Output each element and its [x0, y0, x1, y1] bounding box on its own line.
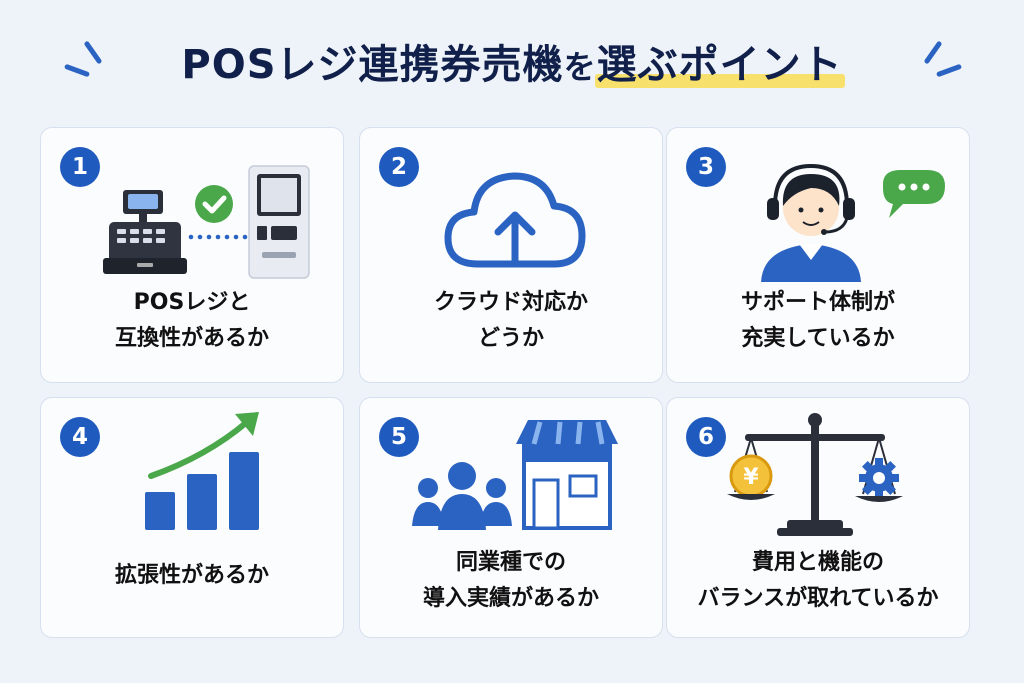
card-number: 1	[60, 147, 100, 187]
yen-symbol: ¥	[743, 465, 759, 490]
card-4: 4 拡張性があるか	[40, 397, 344, 638]
cloud-upload-icon	[444, 172, 586, 268]
card-label-line2: バランスが取れているか	[697, 586, 939, 611]
card-label-line2: 互換性があるか	[114, 326, 269, 351]
support-operator-icon	[761, 163, 945, 282]
card-label: POSレジと 互換性があるか	[41, 285, 343, 357]
title-main: POSレジ連携券売機	[181, 42, 564, 88]
card-5: 5 同業種での 導入実績があるか	[359, 397, 663, 638]
balance-scale-icon: ¥	[727, 413, 903, 536]
card-number: 5	[379, 417, 419, 457]
card-3: 3 サポート体制が 充実しているか	[666, 127, 970, 383]
card-label: サポート体制が 充実しているか	[667, 285, 969, 357]
card-2: 2 クラウド対応か どうか	[359, 127, 663, 383]
card-label-line2: どうか	[477, 326, 544, 351]
pos-register-ticket-machine-icon	[103, 165, 310, 279]
card-label: 同業種での 導入実績があるか	[360, 545, 662, 617]
card-label-line1: 拡張性があるか	[114, 563, 269, 588]
growth-chart-icon	[145, 412, 259, 530]
title-highlight: 選ぶポイント	[594, 32, 845, 90]
card-label-line2: 導入実績があるか	[422, 586, 599, 611]
card-label: 費用と機能の バランスが取れているか	[667, 545, 969, 617]
card-label-line1: 費用と機能の	[751, 550, 884, 575]
card-label-line2: 充実しているか	[741, 326, 895, 351]
card-number: 3	[686, 147, 726, 187]
title-particle: を	[563, 48, 597, 86]
page-title: POSレジ連携券売機を選ぶポイント	[0, 32, 1024, 90]
card-label-line1: サポート体制が	[740, 290, 895, 315]
card-label: 拡張性があるか	[41, 558, 343, 594]
card-label-line1: POSレジと	[133, 290, 251, 315]
card-number: 4	[60, 417, 100, 457]
card-1: 1 POSレジと 互換性があるか	[40, 127, 344, 383]
card-label-line1: 同業種での	[455, 550, 566, 575]
card-label-line1: クラウド対応か	[433, 290, 588, 315]
card-label: クラウド対応か どうか	[360, 285, 662, 357]
card-number: 2	[379, 147, 419, 187]
card-6: 6 ¥ 費用と機能の バランスが取れているか	[666, 397, 970, 638]
card-number: 6	[686, 417, 726, 457]
header: POSレジ連携券売機を選ぶポイント	[0, 0, 1024, 110]
store-customers-icon	[412, 420, 618, 530]
